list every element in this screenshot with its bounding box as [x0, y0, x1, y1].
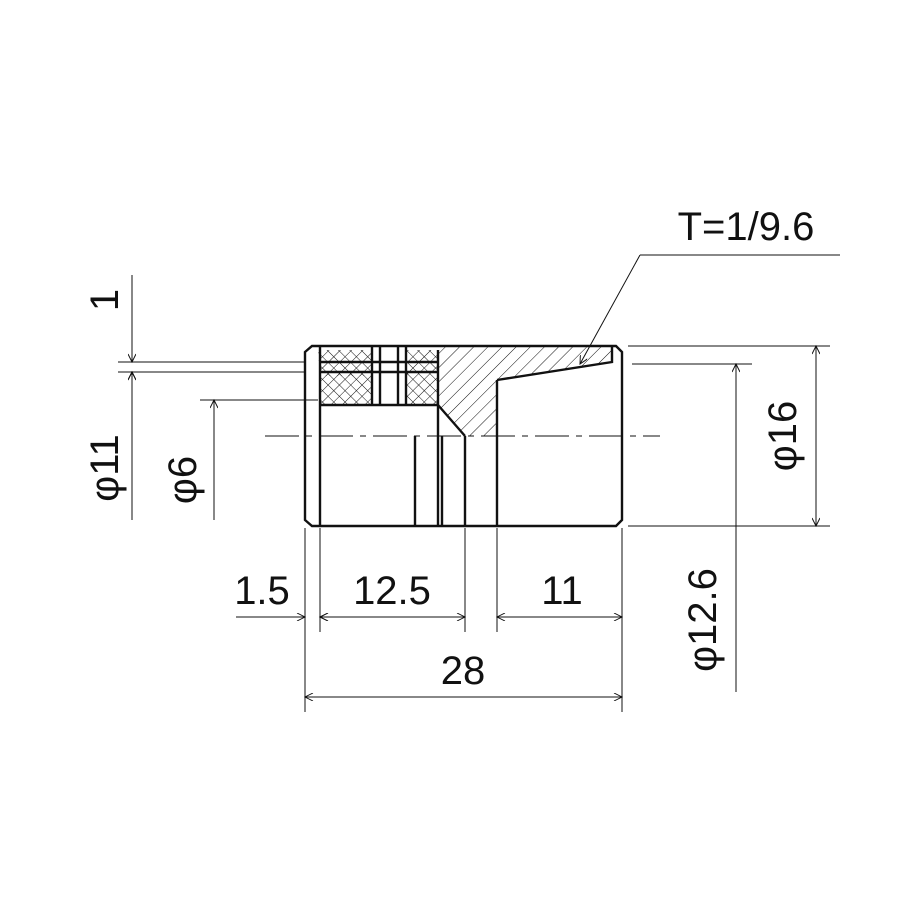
taper-note: T=1/9.6 [678, 205, 815, 249]
dim-taper-dia: φ12.6 [681, 568, 725, 672]
dim-taper-length: 11 [541, 569, 583, 613]
pin-slot [372, 346, 406, 406]
dim-flange-length: 1.5 [234, 569, 290, 613]
outer-outline [303, 344, 624, 528]
dim-inner-dia: φ6 [161, 456, 205, 504]
dim-mid-length: 12.5 [353, 569, 431, 613]
body-section-hatch [438, 346, 612, 436]
taper-leader [580, 254, 641, 364]
dim-total-length: 28 [441, 649, 486, 693]
dim-outer-dia: φ16 [761, 401, 805, 471]
taper-cone [437, 346, 614, 437]
dim-bore-dia: φ11 [83, 434, 127, 501]
dim-flange-thickness: 1 [83, 289, 127, 311]
dimensions: 1.5 12.5 11 28 1 φ11 φ6 φ16 φ12.6 [83, 205, 840, 712]
part-body [265, 344, 660, 528]
